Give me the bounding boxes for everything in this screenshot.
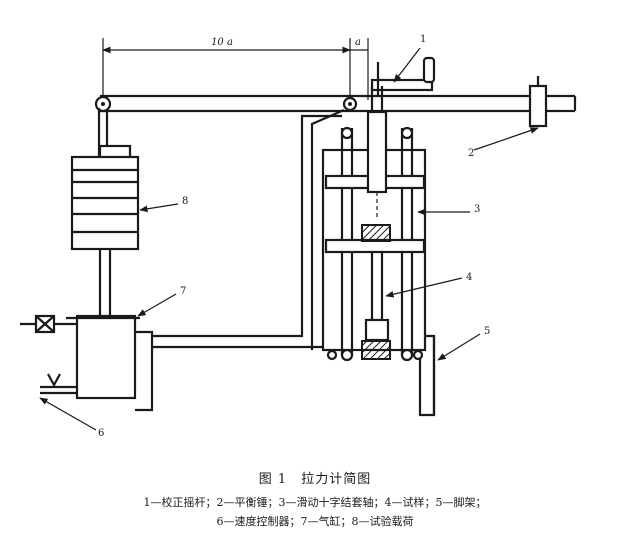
tensile-tester-diagram: 10 a a	[20, 34, 577, 439]
balance-weight	[528, 76, 548, 128]
callout-5: 5	[484, 326, 490, 337]
figure-caption: 图 1 拉力计简图 1—校正摇杆；2—平衡锤；3—滑动十字结套轴；4—试样；5—…	[0, 468, 630, 531]
dimension-10a: 10 a	[211, 37, 233, 48]
figure-title: 图 1 拉力计简图	[258, 472, 372, 487]
callout-leaders	[39, 47, 539, 431]
callout-labels: 1 2 3 4 5 6 7 8	[98, 34, 490, 439]
dimension-lines: 10 a a	[102, 37, 369, 100]
lever-arm	[94, 94, 577, 113]
callout-1: 1	[420, 34, 426, 45]
callout-8: 8	[182, 196, 188, 207]
valve	[20, 314, 77, 334]
callout-4: 4	[466, 272, 472, 283]
callout-2: 2	[468, 148, 474, 159]
callout-7: 7	[180, 286, 186, 297]
test-load	[70, 108, 140, 316]
speed-controller	[40, 373, 77, 395]
cylinder	[66, 314, 140, 400]
callout-3: 3	[474, 204, 480, 215]
figure-legend-line-2: 6—速度控制器；7—气缸；8—试验载荷	[216, 515, 414, 528]
specimen	[361, 86, 391, 360]
callout-6: 6	[98, 428, 104, 439]
dimension-a: a	[355, 37, 361, 48]
figure-legend-line-1: 1—校正摇杆；2—平衡锤；3—滑动十字结套轴；4—试样；5—脚架；	[143, 496, 487, 509]
frame-base	[135, 108, 436, 417]
crank-handle	[370, 56, 436, 96]
